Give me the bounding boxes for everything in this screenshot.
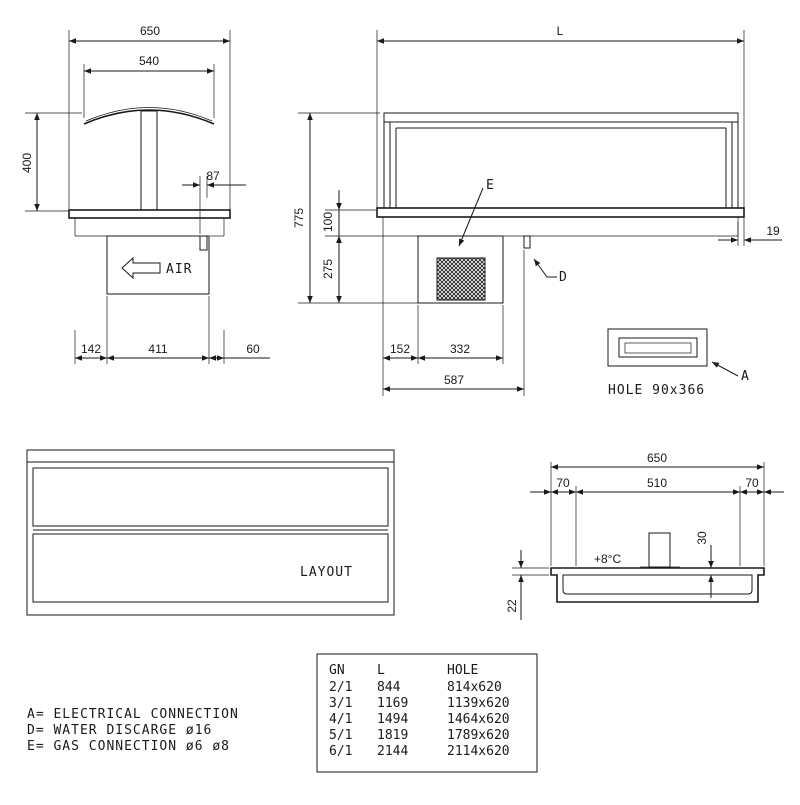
table-border [316, 653, 538, 773]
table-cell: 1789x620 [447, 728, 510, 743]
table-cell: 4/1 [329, 712, 352, 727]
table-cell: 2144 [377, 744, 408, 759]
counter-top [68, 209, 231, 219]
table-cell: 3/1 [329, 696, 352, 711]
legend: A= ELECTRICAL CONNECTION D= WATER DISCAR… [27, 707, 239, 754]
air-label: AIR [166, 262, 192, 277]
table-cell: 1139x620 [447, 696, 510, 711]
section-right: 70 [745, 476, 759, 490]
legend-e: E= GAS CONNECTION ø6 ø8 [27, 739, 230, 754]
dim-length: L [557, 24, 564, 38]
side-refrigeration-unit [417, 235, 504, 304]
section-height-30: 30 [695, 531, 709, 545]
legend-a: A= ELECTRICAL CONNECTION [27, 707, 239, 722]
table-cell: 1464x620 [447, 712, 510, 727]
dim-width-total: 650 [140, 24, 160, 38]
side-canopy-top [383, 112, 739, 123]
air-arrow-icon [121, 256, 161, 280]
table-cell: 844 [377, 680, 401, 695]
dim-depth-unit: 587 [444, 373, 464, 387]
plan-outer [26, 449, 395, 616]
dim-seg-left: 142 [81, 342, 101, 356]
section-left: 70 [556, 476, 570, 490]
dim-seg-b: 332 [450, 342, 470, 356]
dim-seg-right: 60 [246, 342, 260, 356]
dim-overhang: 19 [766, 224, 780, 238]
table-header-l: L [377, 663, 385, 678]
table-cell: 814x620 [447, 680, 502, 695]
section-temp: +8°C [594, 552, 621, 566]
plan-view: LAYOUT [26, 449, 395, 616]
table-cell: 1169 [377, 696, 408, 711]
callout-d-leader [533, 258, 557, 278]
section-mid: 510 [647, 476, 667, 490]
table-cell: 2/1 [329, 680, 352, 695]
hole-label: HOLE 90x366 [608, 383, 705, 398]
condenser-grill [436, 257, 486, 301]
table-cell: 6/1 [329, 744, 352, 759]
section-width-total: 650 [647, 451, 667, 465]
hole-detail: A HOLE 90x366 [607, 328, 750, 398]
section-post [648, 532, 671, 568]
table-cell: 1494 [377, 712, 408, 727]
side-drain-fitting [523, 235, 531, 249]
layout-label: LAYOUT [300, 565, 353, 580]
section-height-22: 22 [505, 599, 519, 613]
canopy-glass [83, 109, 215, 125]
side-view: L E D 775 100 [292, 24, 782, 396]
callout-e: E [486, 178, 495, 193]
callout-d: D [559, 270, 568, 285]
canopy-post [140, 110, 158, 211]
callout-a: A [741, 369, 750, 384]
dim-seg-a: 152 [390, 342, 410, 356]
dim-height-unit: 275 [321, 259, 335, 279]
size-table: GN L HOLE 2/1 844 814x620 3/1 1169 1139x… [316, 653, 538, 773]
refrigeration-unit [106, 235, 210, 295]
table-header-gn: GN [329, 663, 345, 678]
legend-d: D= WATER DISCARGE ø16 [27, 723, 212, 738]
table-header-hole: HOLE [447, 663, 478, 678]
table-cell: 2114x620 [447, 744, 510, 759]
front-view: 650 540 400 87 AIR [20, 24, 270, 364]
callout-a-leader [711, 361, 739, 377]
dim-width-canopy: 540 [139, 54, 159, 68]
side-counter-top [376, 207, 745, 218]
section-view: 650 70 510 70 +8°C 30 22 [505, 451, 784, 620]
dim-height-canopy: 400 [20, 153, 34, 173]
dim-seg-mid: 411 [148, 342, 167, 356]
dim-height-total: 775 [292, 208, 306, 228]
callout-e-leader [458, 187, 484, 247]
dim-offset-water: 87 [206, 169, 220, 183]
table-cell: 1819 [377, 728, 408, 743]
hole-outer [607, 328, 708, 367]
table-cell: 5/1 [329, 728, 352, 743]
water-discharge-fitting [199, 235, 208, 251]
well-body [550, 567, 765, 603]
dim-height-top: 100 [321, 212, 335, 232]
